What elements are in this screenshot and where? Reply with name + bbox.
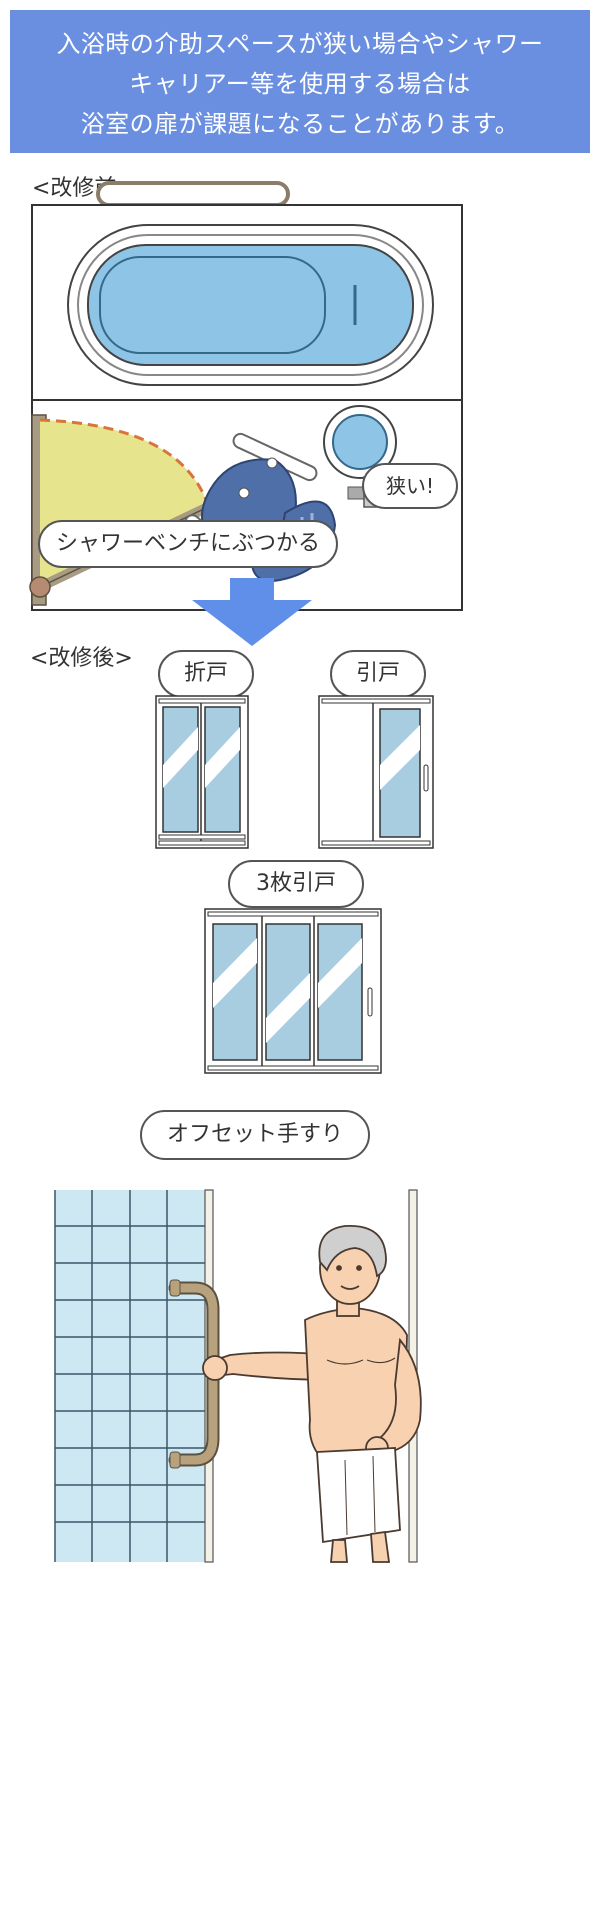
down-arrow-icon [192,578,312,646]
offset-handrail-label: オフセット手すり [140,1110,370,1160]
folding-door-icon [155,695,249,849]
door-folding-label: 折戸 [158,650,254,698]
elderly-man-figure [202,1225,422,1563]
towel-rail-icon [96,181,290,207]
door-sliding-label: 引戸 [330,650,426,698]
banner-line-1: 入浴時の介助スペースが狭い場合やシャワー [56,30,544,58]
after-label: <改修後> [30,646,133,671]
before-caption: シャワーベンチにぶつかる [38,520,338,568]
door-triple-sliding-label: 3枚引戸 [228,860,364,908]
bathtub-icon [67,224,434,386]
header-banner: 入浴時の介助スペースが狭い場合やシャワー キャリアー等を使用する場合は 浴室の扉… [10,10,590,153]
narrow-bubble: 狭い! [362,463,458,509]
triple-sliding-door-icon [204,908,382,1074]
banner-line-2: キャリアー等を使用する場合は [129,70,471,98]
wash-basin-icon [323,405,397,479]
offset-handrail-illustration [54,1189,422,1563]
banner-line-3: 浴室の扉が課題になることがあります。 [80,110,520,138]
sliding-door-icon [318,695,434,849]
